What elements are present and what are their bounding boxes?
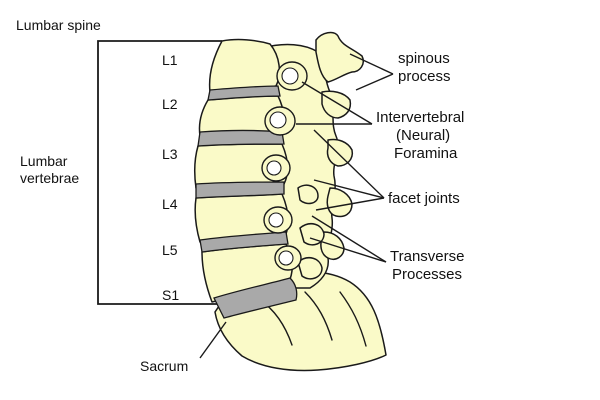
- foramina-label-line2: (Neural): [396, 127, 450, 144]
- leader-facet-3: [315, 197, 385, 211]
- level-label-S1: S1: [162, 287, 179, 303]
- level-label-L2: L2: [162, 96, 178, 112]
- transverse-label-line2: Processes: [392, 266, 462, 283]
- foramina-label-line3: Foramina: [394, 145, 458, 162]
- foramen-L5-inner: [278, 250, 294, 266]
- spinous-label-line2: process: [398, 68, 451, 85]
- leader-transverse-1: [311, 215, 387, 263]
- leader-transverse-2: [309, 237, 387, 263]
- leader-facet-2: [313, 179, 385, 199]
- level-label-L1: L1: [162, 52, 178, 68]
- sacrum-texture-3: [339, 291, 367, 347]
- foramina-label-line1: Intervertebral: [376, 109, 464, 126]
- disc-L1-L2: [207, 85, 281, 101]
- transverse-process-1: [299, 223, 325, 246]
- leader-foramina-1: [301, 81, 373, 125]
- spinous-process-1: [315, 31, 364, 83]
- leader-facet-1: [313, 129, 385, 199]
- spinous-process-4: [326, 187, 353, 218]
- transverse-process-2: [297, 257, 323, 280]
- lumbar-bracket: [97, 40, 222, 305]
- disc-L5-S1: [213, 277, 298, 319]
- foramen-L3-inner: [266, 160, 282, 176]
- sacrum-label: Sacrum: [140, 358, 188, 374]
- disc-L2-L3: [197, 129, 285, 147]
- facet-knob-1: [297, 184, 319, 205]
- transverse-label-line1: Transverse: [390, 248, 464, 265]
- lumbar-vertebrae-label-line1: Lumbar: [20, 153, 68, 169]
- lumbar-vertebrae-label-line2: vertebrae: [20, 170, 79, 186]
- level-label-L3: L3: [162, 146, 178, 162]
- title-label: Lumbar spine: [16, 17, 101, 33]
- vertebra-L1: [208, 38, 281, 93]
- leader-spinous-2: [355, 73, 394, 91]
- facet-joints-label: facet joints: [388, 190, 460, 207]
- spinous-label-line1: spinous: [398, 50, 450, 67]
- foramen-L2-inner: [269, 111, 287, 129]
- spinous-process-3: [326, 138, 354, 167]
- level-label-L5: L5: [162, 242, 178, 258]
- disc-L3-L4: [195, 181, 285, 199]
- foramen-L1-inner: [281, 67, 299, 85]
- disc-L4-L5: [199, 231, 289, 253]
- leader-spinous-1: [349, 53, 394, 75]
- sacrum-texture-2: [304, 291, 333, 341]
- level-label-L4: L4: [162, 196, 178, 212]
- foramen-L4-inner: [268, 212, 284, 228]
- leader-sacrum: [199, 321, 227, 359]
